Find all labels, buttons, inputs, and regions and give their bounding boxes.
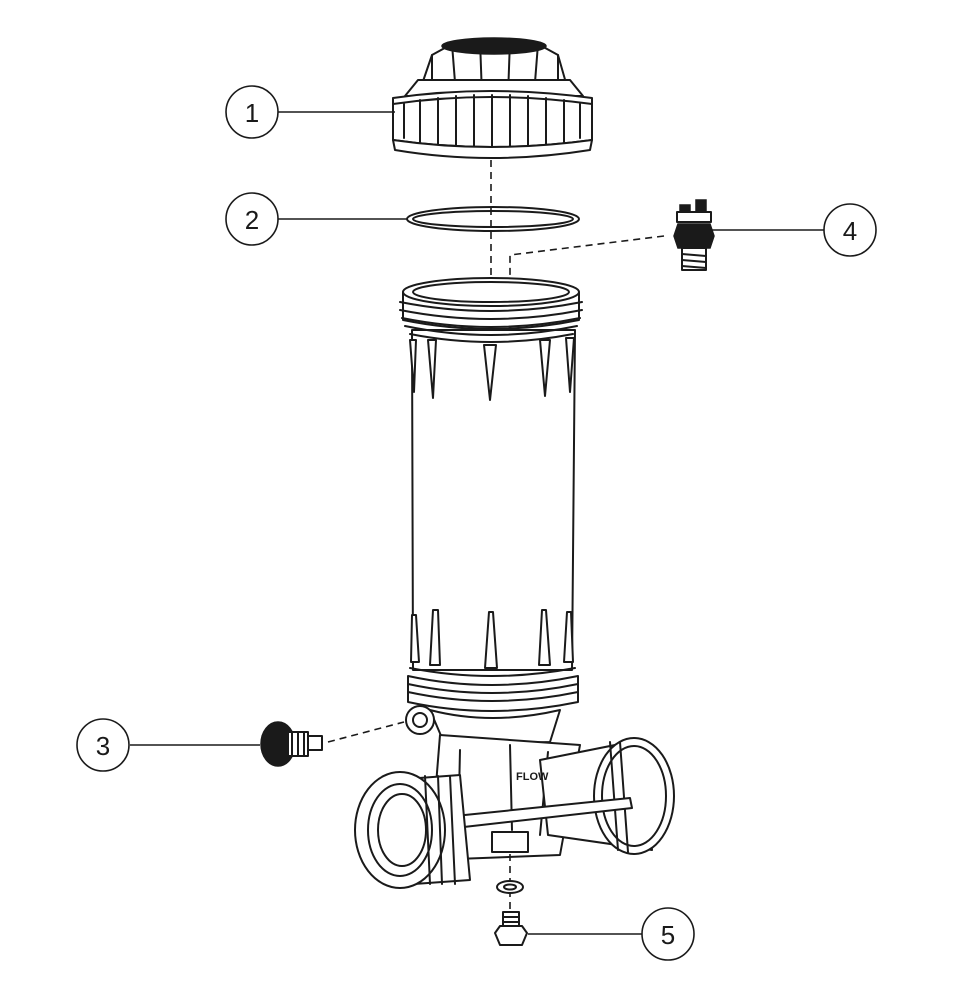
valve-axis-line [327, 721, 405, 743]
part-4-fitting [673, 199, 715, 271]
callout-5-label: 5 [661, 920, 675, 950]
canister-body [399, 277, 583, 746]
callout-3-label: 3 [96, 731, 110, 761]
part-2-o-ring [406, 206, 580, 232]
tee-housing: FLOW [354, 705, 675, 889]
flow-marking: FLOW [516, 771, 549, 783]
callout-1: 1 [225, 85, 279, 139]
callout-2: 2 [225, 192, 279, 246]
callout-3: 3 [76, 718, 130, 772]
callout-2-label: 2 [245, 205, 259, 235]
callout-4-label: 4 [843, 216, 857, 246]
part-3-valve-knob [260, 721, 323, 767]
callout-5: 5 [641, 907, 695, 961]
part-5-drain-plug [494, 854, 528, 946]
part-1-cap [392, 37, 593, 159]
callout-1-label: 1 [245, 98, 259, 128]
callout-4: 4 [823, 203, 877, 257]
